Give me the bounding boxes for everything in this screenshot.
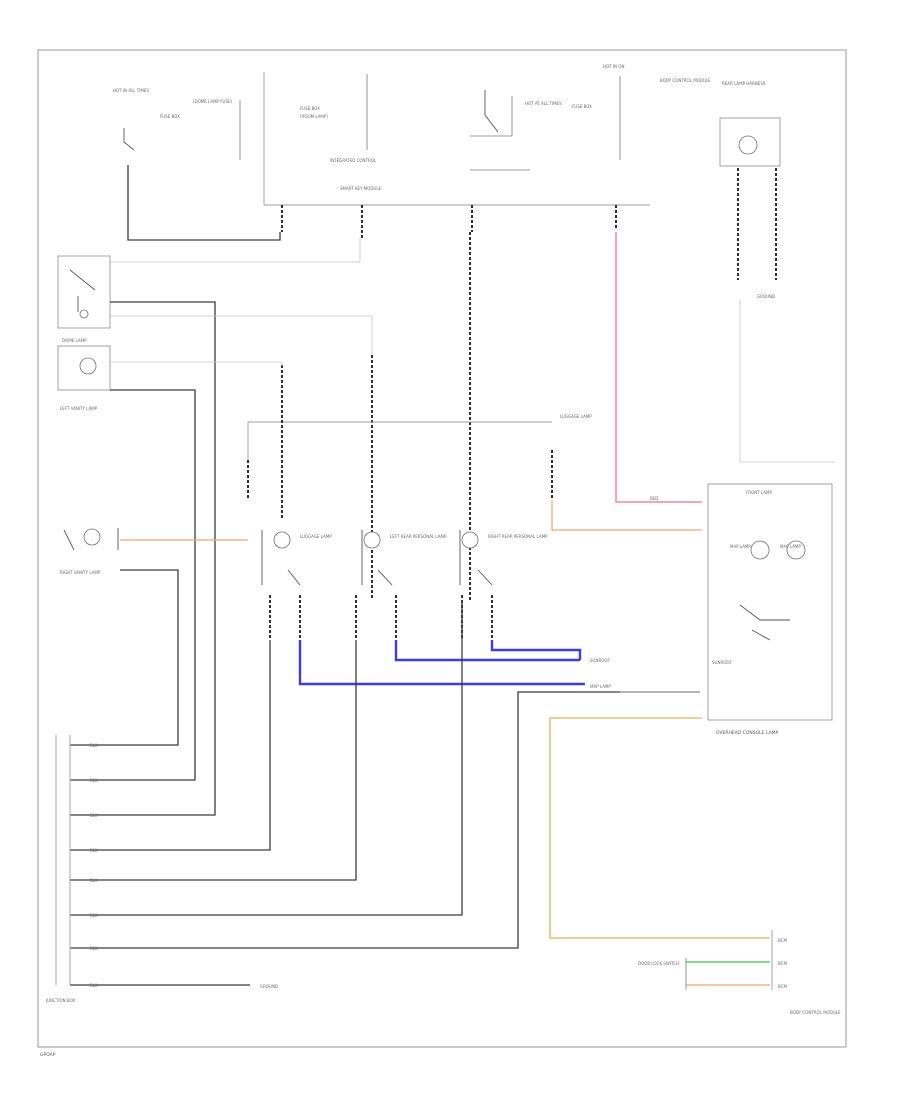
bus-label-1: BLK [90,743,98,748]
label-hot-in-on: HOT IN ON [603,64,624,69]
rear-lamp-box: REAR LAMP HARNESS GROUND [719,81,835,463]
label-hot-all-times: HOT IN ALL TIMES [113,88,149,93]
label-bcm-top: BODY CONTROL MODULE [660,78,711,83]
label-dome-lamp: DOME LAMP [62,338,87,343]
label-right-rear-personal: RIGHT REAR PERSONAL LAMP [488,534,548,539]
label-luggage-top: LUGGAGE LAMP [560,414,592,419]
footer-code: GPOAP [40,1052,56,1058]
top-right-unit: HOT AT ALL TIMES FUSE BOX HOT IN ON BODY… [470,64,711,160]
left-rear-personal-bulb [363,531,381,549]
middle-lamp-group: LUGGAGE LAMP LUGGAGE LAMP LEFT REAR PERS… [247,414,702,586]
rear-lamp-bulb [738,135,758,155]
label-map-lamp-left: MAP LAMP [590,684,611,689]
label-map-lamp-2: MAP LAMP [780,544,801,549]
wire-blue-2 [394,640,580,662]
junction-bus: GROUND JUNCTION BOX BLK BLK BLK BLK BLK … [45,735,278,1003]
bus-label-2: BLK [90,778,98,783]
top-left-fuse-unit: HOT IN ALL TIMES FUSE BOX (DOME LAMP FUS… [113,88,241,160]
right-vanity-bulb [83,528,101,546]
map-lamp-left-bulb [750,540,770,560]
label-right-vanity: RIGHT VANITY LAMP [60,570,101,575]
wire-orange-right [551,500,702,531]
label-sunroof-switch: SUNROOF [712,660,733,665]
label-overhead-console: OVERHEAD CONSOLE LAMP [716,730,779,736]
top-center-unit: FUSE BOX (ROOM LAMP) INTEGRATED CONTROL … [263,72,650,206]
diagram-frame [37,49,847,1048]
wire-yellow [549,717,770,939]
bus-label-5: BLK [90,878,98,883]
label-hot-at-all-times: HOT AT ALL TIMES [525,101,562,106]
right-vanity-box: RIGHT VANITY LAMP [60,528,119,575]
bus-label-4: BLK [90,848,98,853]
wire-pink [615,232,702,503]
switch-top-right [484,90,499,133]
label-fuse-desc-top-center: (ROOM LAMP) [300,114,328,119]
label-bcm-bottom: BODY CONTROL MODULE [790,1010,841,1015]
door-switch-box [57,255,111,329]
label-sunroof: SUNROOF [590,658,611,663]
label-ground-bottom-left: GROUND [260,984,278,989]
dome-lamp-bulb [79,357,97,375]
label-fuse-desc-top-left: (DOME LAMP FUSE) [193,99,233,104]
label-bcm-1: BCM [778,938,787,943]
label-junction-bottom-left: JUNCTION BOX [45,998,75,1003]
label-bcm-2: BCM [778,961,787,966]
label-left-vanity: LEFT VANITY LAMP [60,406,98,411]
overhead-console-box: FRONT LAMP MAP LAMP MAP LAMP SUNROOF OVE… [707,483,833,736]
label-integrated-control: INTEGRATED CONTROL [330,158,377,163]
fuse-symbol-top-left [123,128,135,151]
luggage-lamp-bulb [273,531,291,549]
bus-label-6: BLK [90,913,98,918]
label-rear-lamp-harness: REAR LAMP HARNESS [722,81,766,86]
label-fuse-top-left: FUSE BOX [160,114,180,119]
label-front-lamp: FRONT LAMP [746,490,772,495]
pink-wire-label: RED [650,496,658,501]
label-bcm-3: BCM [778,984,787,989]
map-lamp-right-bulb [786,540,806,560]
label-door-lock-switch: DOOR LOCK SWITCH [638,961,679,966]
bcm-bottom-box: DOOR LOCK SWITCH BCM BCM BCM BODY CONTRO… [638,930,841,1015]
wire-blue-1 [490,640,582,660]
label-fuse-top-center: FUSE BOX [300,106,320,111]
right-rear-personal-bulb [461,531,479,549]
bus-label-3: BLK [90,813,98,818]
label-map-lamp-1: MAP LAMP [730,544,751,549]
bus-label-7: BLK [90,946,98,951]
label-fuse-top-right: FUSE BOX [572,104,592,109]
label-left-rear-personal: LEFT REAR PERSONAL LAMP [390,534,447,539]
label-luggage-lamp: LUGGAGE LAMP [300,534,332,539]
wire-blue-3 [298,640,585,686]
label-ground-top-right: GROUND [757,294,775,299]
dome-lamp-box: DOME LAMP LEFT VANITY LAMP [57,338,111,411]
label-smart-module: SMART KEY MODULE [340,186,382,191]
bus-label-8: BLK [90,983,98,988]
